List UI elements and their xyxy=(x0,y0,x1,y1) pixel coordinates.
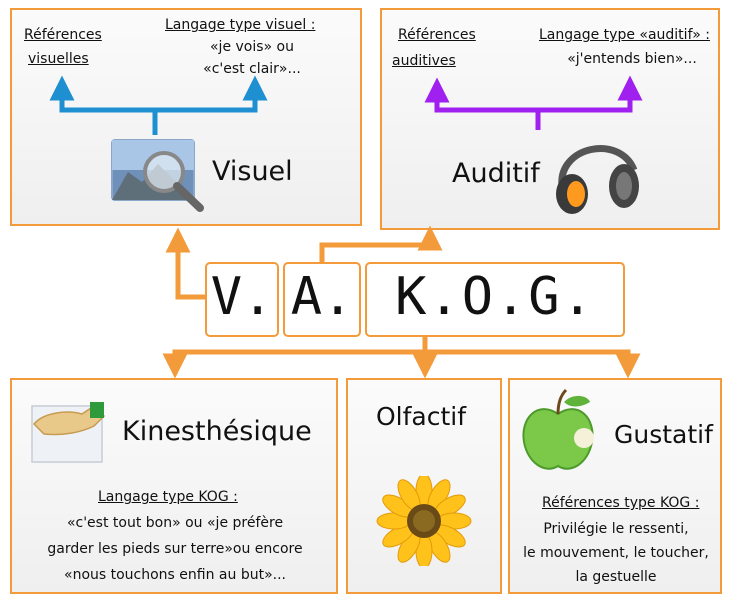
a-to-auditif-arrow xyxy=(319,225,443,262)
auditif-title: Auditif xyxy=(452,158,540,189)
vakog-v-box: V. xyxy=(205,262,279,337)
kinesthesique-language-title: Langage type KOG : xyxy=(98,489,238,505)
headphones-icon xyxy=(556,145,639,214)
sunflower-icon xyxy=(376,476,472,566)
kinesthesique-title: Kinesthésique xyxy=(122,416,312,447)
auditif-language-line1: «j'entends bien»... xyxy=(567,51,697,67)
kinesthesique-line2: garder les pieds sur terre»ou encore xyxy=(47,541,303,557)
visuel-box: Références visuelles Langage type visuel… xyxy=(10,8,362,226)
gustatif-box: Gustatif Références type KOG : Privilégi… xyxy=(508,378,722,594)
visuel-language-line1: «je vois» ou xyxy=(209,39,294,55)
visuel-language-line2: «c'est clair»... xyxy=(203,61,301,77)
kinesthesique-box: Kinesthésique Langage type KOG : «c'est … xyxy=(10,378,338,594)
visuel-title: Visuel xyxy=(212,156,293,187)
visuel-references-line2: visuelles xyxy=(28,51,89,67)
gustatif-line2: le mouvement, le toucher, xyxy=(523,545,709,561)
kinesthesique-line1: «c'est tout bon» ou «je préfère xyxy=(66,515,284,531)
olfactif-box: Olfactif xyxy=(346,378,502,594)
gustatif-title: Gustatif xyxy=(614,420,713,449)
auditif-language-title: Langage type «auditif» : xyxy=(539,27,710,43)
visuel-fork-arrow xyxy=(49,75,268,135)
vakog-kog-box: K.O.G. xyxy=(365,262,625,337)
magnifier-photo-icon xyxy=(111,139,204,212)
gustatif-line1: Privilégie le ressenti, xyxy=(543,521,689,537)
kog-to-bottom-arrows xyxy=(162,337,641,379)
gustatif-references-title: Références type KOG : xyxy=(542,495,700,511)
visuel-references-line1: Références xyxy=(24,27,102,43)
olfactif-title: Olfactif xyxy=(376,402,467,431)
visuel-language-title: Langage type visuel : xyxy=(165,17,316,33)
v-to-visuel-arrow xyxy=(165,227,205,300)
kinesthesique-line3: «nous touchons enfin au but»... xyxy=(64,567,286,583)
auditif-fork-arrow xyxy=(424,75,643,130)
apple-icon xyxy=(522,388,594,470)
gustatif-line3: la gestuelle xyxy=(575,569,657,585)
auditif-references-line2: auditives xyxy=(392,53,456,69)
auditif-references-line1: Références xyxy=(398,27,476,43)
auditif-box: Références auditives Langage type «audit… xyxy=(380,8,720,230)
hand-touch-icon xyxy=(31,402,106,463)
vakog-a-box: A. xyxy=(283,262,361,337)
